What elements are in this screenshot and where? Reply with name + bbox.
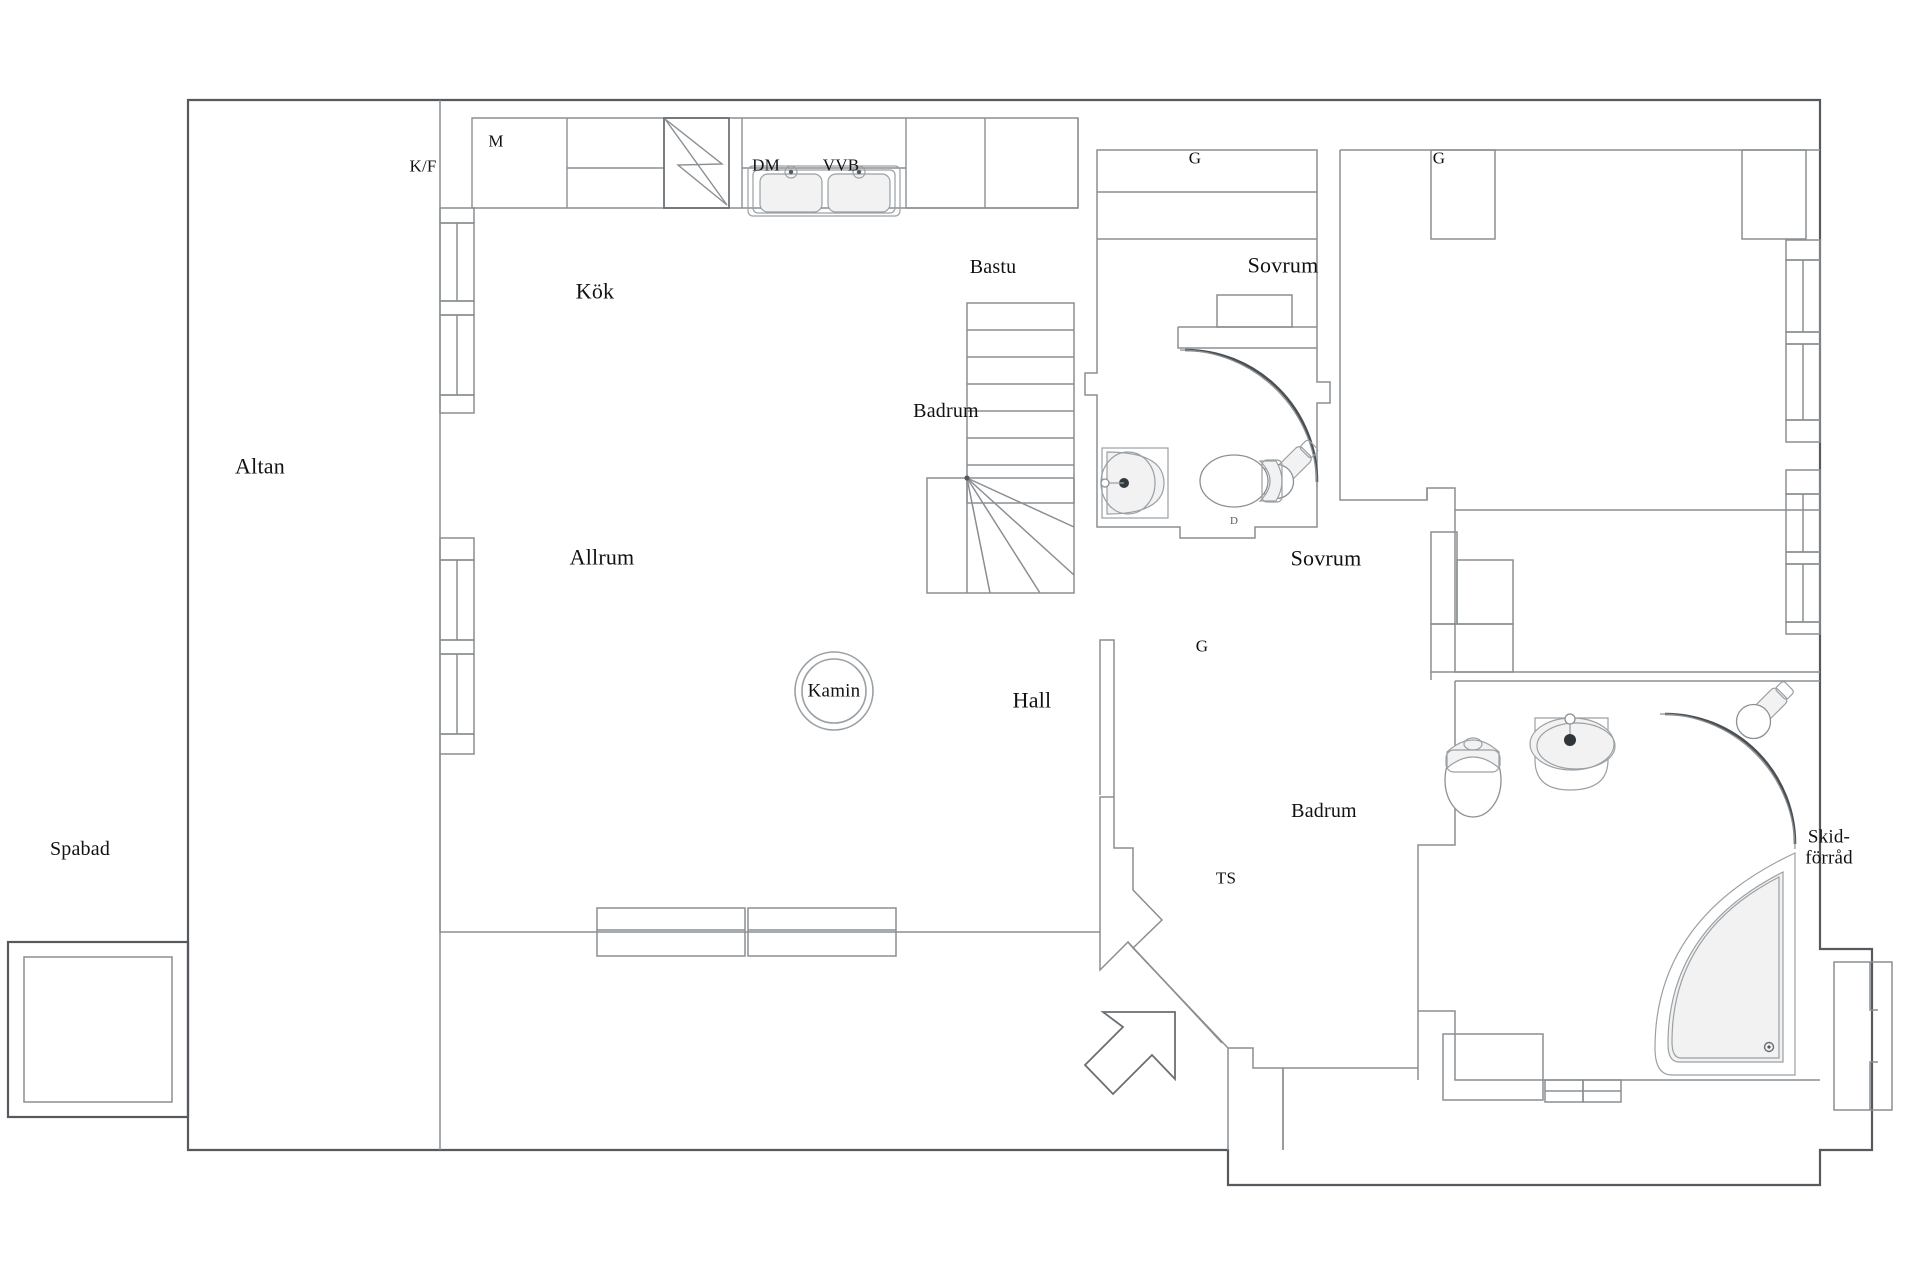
spabad-structure <box>6 940 190 1119</box>
kitchen-sink <box>747 165 901 217</box>
right-wall-windows-lower <box>1785 469 1821 635</box>
fireplace <box>794 651 874 731</box>
bastu-badrum-block <box>1084 149 1331 539</box>
badrum1-washbasin <box>1100 447 1169 519</box>
badrum2-shower-tray <box>1654 852 1796 1076</box>
right-wall-windows-upper <box>1785 239 1821 443</box>
hall-walls <box>1282 1067 1418 1150</box>
interior-house-walls <box>439 639 1284 1150</box>
badrum2-walls <box>1417 680 1820 1103</box>
sovrum2-walls <box>1426 488 1820 680</box>
staircase <box>926 302 1075 594</box>
badrum2-toilet <box>1444 737 1502 818</box>
badrum2-shower-door <box>1659 712 1797 850</box>
badrum1-shower-door <box>1179 348 1319 488</box>
badrum2-showerhead <box>1735 681 1794 740</box>
skidforrad-structure <box>1833 961 1893 1111</box>
left-wall-windows <box>439 207 475 755</box>
kitchen-cabinets <box>471 117 1079 209</box>
badrum2-washbasin <box>1529 713 1616 791</box>
badrum1-toilet: D <box>1199 454 1283 527</box>
entrance-arrow <box>1083 1011 1176 1096</box>
svg-text:D: D <box>1230 515 1238 527</box>
sovrum1-walls <box>1339 149 1820 511</box>
